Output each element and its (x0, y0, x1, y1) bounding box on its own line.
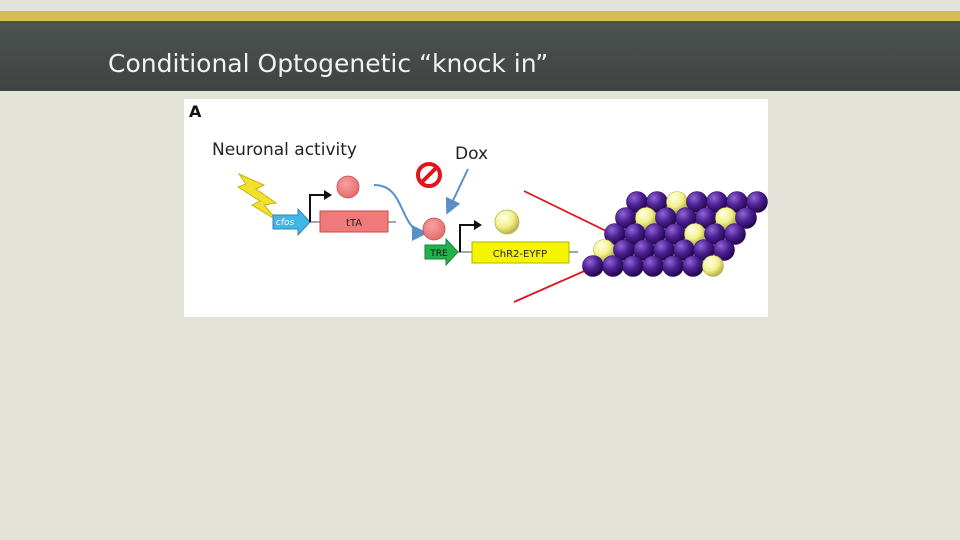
figure-canvas: A Neuronal activity cfos tTA Dox (189, 102, 768, 303)
tre-label: TRE (429, 249, 448, 259)
tta-label: tTA (346, 218, 362, 229)
neuron-sphere (713, 239, 735, 261)
lightning-icon (236, 172, 279, 222)
neuron-sphere (682, 255, 704, 277)
tta-gene-box (319, 210, 389, 233)
neuron-sphere (582, 255, 604, 277)
binding-arrow (373, 184, 428, 241)
bound-tta-protein-icon (422, 217, 446, 241)
chr2-protein-icon (494, 209, 520, 235)
transcription-arrowhead-1 (324, 190, 332, 200)
transcription-start-arrow-1 (309, 194, 326, 222)
transcription-start-arrow-2 (459, 224, 476, 252)
title-band: Conditional Optogenetic “knock in” (0, 21, 960, 91)
cfos-promoter-arrow (272, 207, 311, 237)
tta-protein-icon (336, 175, 360, 199)
cfos-label: cfos (276, 218, 295, 228)
dox-label: Dox (455, 144, 488, 164)
dox-arrow (445, 168, 469, 215)
optogenetic-figure: A Neuronal activity cfos tTA Dox (184, 99, 768, 317)
chr2-eyfp-gene-box (471, 241, 570, 264)
tre-promoter-arrow (424, 237, 459, 267)
neuron-sphere (622, 255, 644, 277)
neuronal-activity-label: Neuronal activity (212, 140, 357, 160)
transcription-arrowhead-2 (474, 220, 482, 230)
neuron-sphere (642, 255, 664, 277)
slide-title: Conditional Optogenetic “knock in” (108, 49, 549, 78)
chr2-eyfp-label: ChR2-EYFP (493, 249, 547, 260)
neuron-grid (582, 191, 768, 277)
neuron-sphere (735, 207, 757, 229)
neuron-sphere (746, 191, 768, 213)
labeled-neuron-sphere (702, 255, 724, 277)
neuron-sphere (662, 255, 684, 277)
accent-stripe (0, 11, 960, 21)
panel-label: A (189, 102, 202, 121)
neuron-sphere (602, 255, 624, 277)
neuron-sphere (724, 223, 746, 245)
prohibited-icon (416, 162, 442, 188)
